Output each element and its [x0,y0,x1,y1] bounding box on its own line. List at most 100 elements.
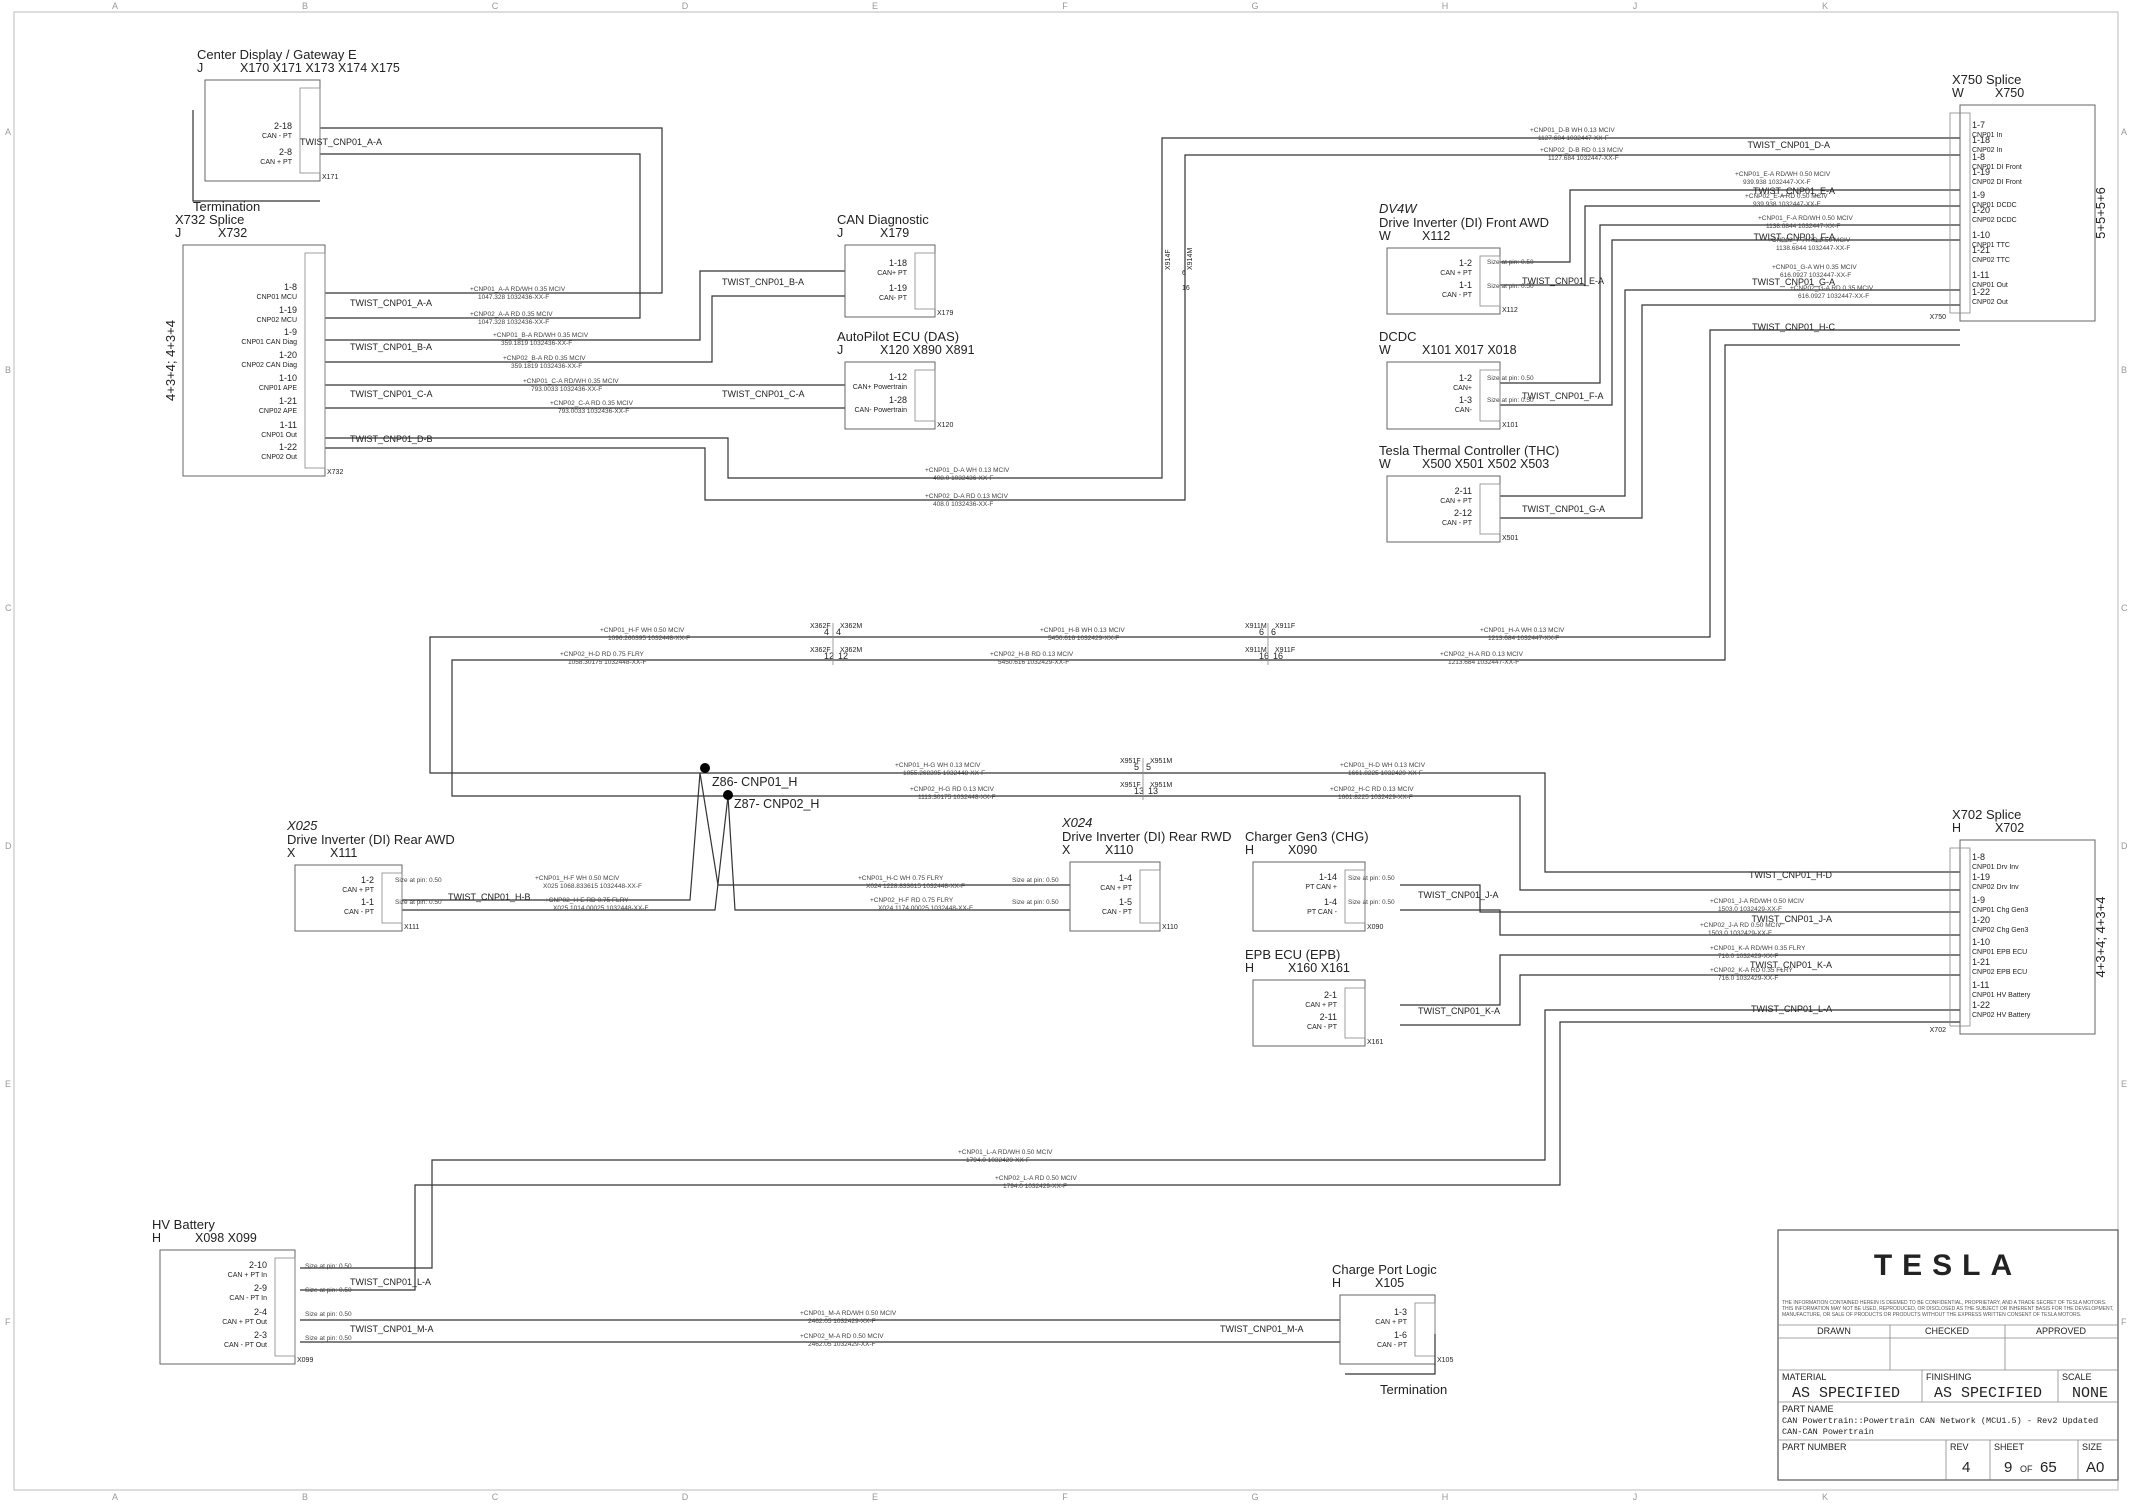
inline-conn-pin: 6 [1271,627,1276,637]
component-title: Charger Gen3 (CHG) [1245,829,1369,844]
component-connectors: H [1332,1276,1341,1290]
termination-bracket [1345,1334,1436,1375]
connector-ref: X750 [1930,314,1946,321]
pin-label: CAN- Powertrain [854,407,907,414]
pin-label: CAN + PT [1100,885,1132,892]
inline-conn-pin: 5 [1146,762,1151,772]
pin-number: 1-9 [1972,190,1985,200]
wire-length-part: 1047.328 1032436-XX-F [478,319,549,326]
inline-conn-id: X951F [1120,758,1141,765]
wire-spec: +CNP01_C-A RD/WH 0.35 MCIV [523,378,619,385]
size-at-pin-note: Size at pin: 0.50 [1348,875,1395,882]
wire-spec: +CNP01_H-C WH 0.75 FLRY [858,875,944,882]
frame-row-label-right: E [2121,1079,2127,1089]
size-at-pin-note: Size at pin: 0.50 [305,1287,352,1294]
wire-length-part: 359.1819 1032436-XX-F [511,363,582,370]
size-at-pin-note: Size at pin: 0.50 [305,1335,352,1342]
component-box [1386,361,1501,430]
sheet-label: SHEET [1994,1442,2025,1452]
size-at-pin-note: Size at pin: 0.50 [395,899,442,906]
wire-length-part: 408.0 1032436-XX-F [933,475,993,482]
wire-length-part: X025 1014.00025 1032448-XX-F [553,905,648,912]
wire-spec: +CNP02_D-B RD 0.13 MCIV [1540,147,1624,154]
inline-conn-id: X914M [1187,248,1194,270]
pin-number: 1-11 [1972,270,1989,280]
twist-label: TWIST_CNP01_L-A [350,1277,431,1287]
pin-label: CNP01 Chg Gen3 [1972,907,2029,914]
wire-length-part: 939.938 1032447-XX-F [1743,179,1811,186]
frame-row-label-left: D [5,841,12,851]
wire-length-part: 1138.6844 1032447-XX-F [1776,245,1850,252]
component-box [1252,979,1366,1047]
rev-value: 4 [1962,1459,1970,1476]
pin-number: 1-9 [1972,895,1985,905]
component-title: Drive Inverter (DI) Rear RWD [1062,829,1232,844]
connector-housing [914,369,936,422]
connector-ref: X702 [1930,1027,1946,1034]
sheet-number: 9 [2004,1459,2012,1476]
component-box [844,244,936,318]
connector-ref: X090 [1367,924,1383,931]
pin-label: CNP02 TTC [1972,257,2010,264]
pin-label: CAN + PT In [228,1272,267,1279]
component-connectors: H [1245,961,1254,975]
wire-length-part: 939.938 1032447-XX-F [1753,201,1821,208]
pin-label: CNP01 In [1972,132,2002,139]
component-connector-ids: X112 [1422,229,1450,243]
pin-number: 1-8 [1972,852,1985,862]
pin-number: 1-22 [1972,1000,1990,1010]
pin-label: CNP01 Out [261,432,297,439]
component-connectors: H [152,1231,161,1245]
connector-housing [299,87,321,174]
pin-label: CAN + PT [1305,1002,1337,1009]
component-connector-ids: X120 X890 X891 [880,343,975,357]
pin-number: 1-3 [1459,395,1472,405]
component-connectors: W [1379,229,1391,243]
frame-col-label-bottom: G [1251,1492,1258,1502]
component-connector-ids: X732 [218,226,247,240]
termination-bracket [192,110,320,202]
wire-length-part: 1138.6844 1032447-XX-F [1766,223,1840,230]
wire-length-part: 408.0 1032436-XX-F [933,501,993,508]
pin-label: CNP01 CAN Diag [241,339,297,346]
wire-length-part: 1661.8225 1032429-XX-F [1348,770,1423,777]
wire-length-part: 793.0033 1032436-XX-F [558,408,629,415]
frame-col-label-bottom: D [682,1492,689,1502]
pin-number: 2-12 [1454,508,1472,518]
pin-number: 1-4 [1324,897,1337,907]
splice-label-z87: Z87- CNP02_H [734,797,819,811]
frame-row-label-left: B [5,365,11,375]
frame-col-label-bottom: C [492,1492,499,1502]
component-title: AutoPilot ECU (DAS) [837,329,959,344]
component-connector-ids: X098 X099 [195,1231,257,1245]
splice-points: Z86- CNP01_H Z87- CNP02_H [700,763,819,811]
component-box [1386,475,1501,543]
connector-ref: X179 [937,310,953,317]
pin-number: 1-12 [889,372,907,382]
termination-label: Termination [1380,1382,1447,1397]
wire-spec: +CNP02_F-A RD 0.50 MCIV [1768,237,1851,244]
connector-ref: X112 [1502,307,1518,314]
wire-spec: +CNP02_M-A RD 0.50 MCIV [800,1333,884,1340]
sheet-total: 65 [2040,1459,2057,1476]
sheet-border [13,11,2119,1491]
component-title: EPB ECU (EPB) [1245,947,1340,962]
pin-number: 1-11 [280,420,297,430]
wire-length-part: 1058.30175 1032448-XX-F [568,659,646,666]
pin-number: 1-20 [1972,205,1990,215]
pin-label: CNP01 APE [259,385,297,392]
wire-length-part: 1503.0 1032429-XX-F [1708,930,1772,937]
twist-label: TWIST_CNP01_G-A [1522,504,1605,514]
component-connector-ids: X105 [1375,1276,1404,1290]
pin-label: CNP02 APE [259,408,297,415]
pin-label: CNP02 EPB ECU [1972,969,2027,976]
pin-number: 1-19 [1972,872,1990,882]
pin-label: CAN- [1455,407,1473,414]
wire-spec: +CNP01_L-A RD/WH 0.50 MCIV [958,1149,1053,1156]
wire-length-part: 1127.684 1032447-XX-F [1548,155,1619,162]
pin-label: CNP02 DI Front [1972,179,2022,186]
